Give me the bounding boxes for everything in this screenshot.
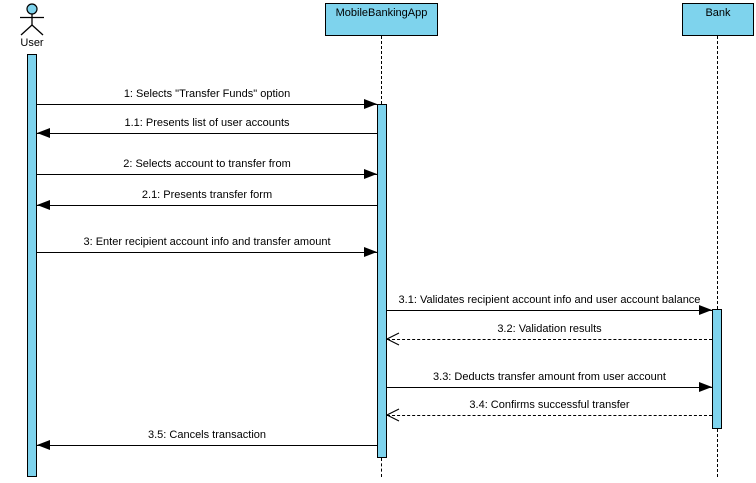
message-3-3-arrowhead-icon (699, 382, 712, 392)
lifeline-bank-lower (717, 429, 718, 477)
message-2-label: 2: Selects account to transfer from (123, 158, 291, 170)
participant-label-bank: Bank (705, 7, 731, 19)
user-actor-icon (20, 3, 44, 36)
message-3-3-label: 3.3: Deducts transfer amount from user a… (433, 371, 666, 383)
message-1-1-label: 1.1: Presents list of user accounts (124, 117, 290, 129)
message-2-1-arrowhead-icon (37, 200, 50, 210)
message-1-1-line (37, 133, 377, 134)
message-1-1-arrowhead-icon (37, 128, 50, 138)
message-3-5-label: 3.5: Cancels transaction (147, 429, 266, 441)
lifeline-bank-upper (717, 36, 718, 309)
participant-box-bank: Bank (682, 3, 754, 36)
message-3-4-label: 3.4: Confirms successful transfer (469, 399, 630, 411)
message-3-2-label: 3.2: Validation results (497, 323, 602, 335)
activation-user (27, 54, 37, 477)
message-3-5-line (37, 445, 377, 446)
activation-bank (712, 309, 722, 429)
message-3-1-arrowhead-icon (699, 305, 712, 315)
message-3-4-arrowhead-icon (386, 408, 400, 422)
message-3-1-line (387, 310, 712, 311)
activation-app (377, 104, 387, 458)
message-1-line (37, 104, 377, 105)
message-2-arrowhead-icon (364, 169, 377, 179)
message-3-4-line (387, 415, 712, 416)
message-2-1-line (37, 205, 377, 206)
message-3-5-arrowhead-icon (37, 440, 50, 450)
lifeline-app-upper (381, 36, 382, 104)
message-3-2-arrowhead-icon (386, 332, 400, 346)
message-2-line (37, 174, 377, 175)
participant-label-mobilebankingapp: MobileBankingApp (335, 7, 428, 19)
message-3-label: 3: Enter recipient account info and tran… (83, 236, 331, 248)
message-3-1-label: 3.1: Validates recipient account info an… (398, 294, 701, 306)
message-3-3-line (387, 387, 712, 388)
message-3-2-line (387, 339, 712, 340)
message-1-arrowhead-icon (364, 99, 377, 109)
message-2-1-label: 2.1: Presents transfer form (141, 189, 273, 201)
message-1-label: 1: Selects "Transfer Funds" option (123, 88, 291, 100)
participant-box-mobilebankingapp: MobileBankingApp (325, 3, 438, 36)
message-3-arrowhead-icon (364, 247, 377, 257)
message-3-line (37, 252, 377, 253)
lifeline-app-lower (381, 458, 382, 477)
participant-label-user: User (20, 37, 44, 49)
